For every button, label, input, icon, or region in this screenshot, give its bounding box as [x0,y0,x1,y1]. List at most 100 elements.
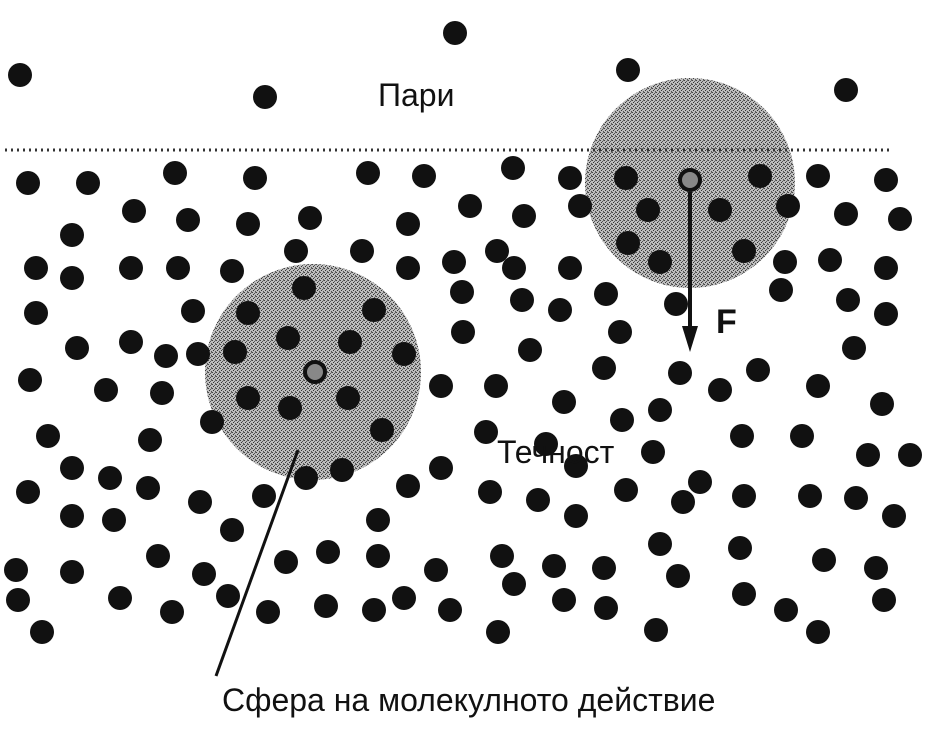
molecule [276,326,300,350]
molecule [119,330,143,354]
molecule [512,204,536,228]
molecule [60,560,84,584]
molecule [314,594,338,618]
molecule [362,298,386,322]
molecule [274,550,298,574]
molecule [882,504,906,528]
molecule [108,586,132,610]
molecule [136,476,160,500]
molecule [16,480,40,504]
molecule [65,336,89,360]
molecule [24,301,48,325]
molecule [542,554,566,578]
molecule [608,320,632,344]
molecule [568,194,592,218]
molecule [732,239,756,263]
molecule [594,282,618,306]
molecule [60,266,84,290]
molecule [872,588,896,612]
molecule [4,558,28,582]
molecule [534,432,558,456]
molecule [502,572,526,596]
molecule [510,288,534,312]
molecule [776,194,800,218]
molecule [486,620,510,644]
molecule [396,256,420,280]
molecule [181,299,205,323]
molecule [412,164,436,188]
molecule [253,85,277,109]
molecule [6,588,30,612]
molecule [138,428,162,452]
molecule [636,198,660,222]
molecule [350,239,374,263]
molecule [548,298,572,322]
molecule [870,392,894,416]
molecule [874,256,898,280]
molecule [552,390,576,414]
vapor-label: Пари [378,77,454,113]
molecule [429,374,453,398]
molecule [396,212,420,236]
molecule [18,368,42,392]
molecule [458,194,482,218]
molecule [102,508,126,532]
molecule [648,398,672,422]
molecule [236,212,260,236]
molecule [688,470,712,494]
molecule [518,338,542,362]
molecule [592,356,616,380]
molecule [278,396,302,420]
molecule [76,171,100,195]
molecule [451,320,475,344]
molecule [558,166,582,190]
molecule [648,250,672,274]
molecule [888,207,912,231]
molecule [370,418,394,442]
molecule [592,556,616,580]
sphere-caption: Сфера на молекулното действие [222,682,715,718]
molecule [564,504,588,528]
molecule [163,161,187,185]
molecule [502,256,526,280]
molecule [396,474,420,498]
molecule [154,344,178,368]
molecule [484,374,508,398]
molecule [856,443,880,467]
molecule [188,490,212,514]
molecule [330,458,354,482]
molecules [4,21,922,644]
molecule [243,166,267,190]
molecule [874,168,898,192]
molecule [614,478,638,502]
molecule [874,302,898,326]
molecule [774,598,798,622]
molecule [356,161,380,185]
molecule [30,620,54,644]
molecule [223,340,247,364]
molecule [526,488,550,512]
molecule [236,301,260,325]
molecule [806,164,830,188]
molecule [806,620,830,644]
center-molecule-interior [303,360,327,384]
molecule [834,78,858,102]
molecule [818,248,842,272]
molecule [836,288,860,312]
molecule [192,562,216,586]
molecule [443,21,467,45]
molecule [501,156,525,180]
molecule [392,586,416,610]
molecule [616,58,640,82]
molecule [732,484,756,508]
molecule [641,440,665,464]
molecule [769,278,793,302]
molecule [834,202,858,226]
molecule [220,518,244,542]
molecule [842,336,866,360]
molecule [60,223,84,247]
molecule [812,548,836,572]
molecule [490,544,514,568]
molecule [236,386,260,410]
